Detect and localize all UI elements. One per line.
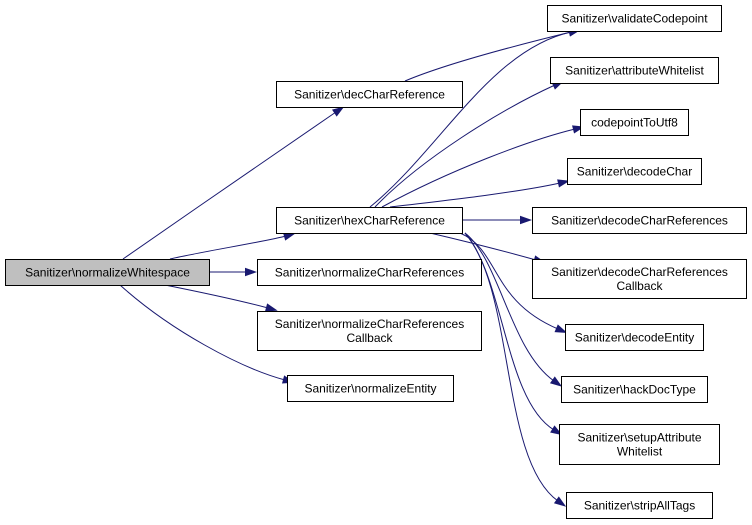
edge-normalizeWhitespace-to-normalizeEntity-line <box>119 284 286 381</box>
node-normalizeEntity[interactable]: Sanitizer\normalizeEntity <box>287 375 454 402</box>
node-codepointToUtf8[interactable]: codepointToUtf8 <box>580 109 689 136</box>
edge-normalizeWhitespace-to-hexCharReference-arrowhead <box>282 232 296 241</box>
node-label: Callback <box>346 331 393 345</box>
node-box <box>257 259 482 286</box>
edge-hexCharReference-to-decodeCharReferences <box>462 215 533 225</box>
edge-normalizeWhitespace-to-decCharReference-arrowhead <box>332 106 345 117</box>
edge-normalizeWhitespace-to-normalizeCharReferencesCallback-arrowhead <box>264 303 278 312</box>
node-box <box>276 81 463 108</box>
node-box <box>5 259 210 286</box>
node-attributeWhitelist[interactable]: Sanitizer\attributeWhitelist <box>550 57 719 84</box>
node-box <box>532 207 747 234</box>
node-label: Callback <box>616 279 663 293</box>
edge-normalizeWhitespace-to-normalizeCharReferencesCallback <box>164 284 278 312</box>
node-label: Sanitizer\decodeCharReferences <box>551 214 728 228</box>
node-label: Sanitizer\normalizeCharReferences <box>275 266 464 280</box>
node-normalizeCharReferencesCallback[interactable]: Sanitizer\normalizeCharReferencesCallbac… <box>257 311 482 351</box>
node-decCharReference[interactable]: Sanitizer\decCharReference <box>276 81 463 108</box>
node-box <box>287 375 454 402</box>
edge-normalizeWhitespace-to-decCharReference-line <box>122 111 337 260</box>
edge-hexCharReference-to-hackDocType-arrowhead <box>549 376 563 387</box>
node-normalizeCharReferences[interactable]: Sanitizer\normalizeCharReferences <box>257 259 482 286</box>
edge-hexCharReference-to-decodeEntity-arrowhead <box>554 324 568 333</box>
edge-hexCharReference-to-validateCodepoint <box>369 28 581 208</box>
edge-hexCharReference-to-attributeWhitelist-line <box>374 84 556 208</box>
node-label: Sanitizer\normalizeEntity <box>304 382 436 396</box>
node-box <box>547 5 722 32</box>
edge-normalizeWhitespace-to-normalizeCharReferences <box>209 267 258 277</box>
node-box <box>276 207 463 234</box>
edge-normalizeWhitespace-to-hexCharReference <box>169 232 296 260</box>
node-box <box>566 492 713 519</box>
node-label: Sanitizer\decodeCharReferences <box>551 265 728 279</box>
edge-decCharReference-to-validateCodepoint-line <box>404 31 572 82</box>
edge-hexCharReference-to-decodeCharReferences-arrowhead <box>520 215 533 225</box>
edge-hexCharReference-to-decodeChar-arrowhead <box>557 179 570 188</box>
node-validateCodepoint[interactable]: Sanitizer\validateCodepoint <box>547 5 722 32</box>
node-box <box>550 57 719 84</box>
node-hexCharReference[interactable]: Sanitizer\hexCharReference <box>276 207 463 234</box>
edge-hexCharReference-to-stripAllTags-arrowhead <box>553 496 567 507</box>
edge-hexCharReference-to-decodeChar <box>389 179 570 208</box>
edge-hexCharReference-to-validateCodepoint-line <box>369 31 572 208</box>
node-box <box>532 259 747 299</box>
edge-normalizeWhitespace-to-normalizeCharReferencesCallback-line <box>164 284 269 309</box>
node-label: Sanitizer\attributeWhitelist <box>565 64 704 78</box>
edge-hexCharReference-to-codepointToUtf8-line <box>381 128 576 208</box>
edge-hexCharReference-to-decodeChar-line <box>389 182 561 208</box>
node-box <box>257 311 482 351</box>
node-label: Sanitizer\hackDocType <box>573 383 696 397</box>
edge-normalizeWhitespace-to-normalizeCharReferences-arrowhead <box>245 267 258 277</box>
node-decodeCharReferences[interactable]: Sanitizer\decodeCharReferences <box>532 207 747 234</box>
node-label: Sanitizer\decodeEntity <box>575 331 694 345</box>
edge-hexCharReference-to-decodeEntity-line <box>459 232 559 330</box>
edge-normalizeWhitespace-to-decCharReference <box>122 106 345 260</box>
node-label: Sanitizer\decCharReference <box>294 88 445 102</box>
node-label: Sanitizer\normalizeWhitespace <box>25 266 190 280</box>
node-label: Whitelist <box>617 445 663 459</box>
node-decodeChar[interactable]: Sanitizer\decodeChar <box>567 158 702 185</box>
node-box <box>561 376 708 403</box>
node-label: Sanitizer\stripAllTags <box>584 499 695 513</box>
edge-hexCharReference-to-decodeCharReferencesCallback-line <box>429 232 537 261</box>
node-stripAllTags[interactable]: Sanitizer\stripAllTags <box>566 492 713 519</box>
node-normalizeWhitespace[interactable]: Sanitizer\normalizeWhitespace <box>5 259 210 286</box>
node-decodeEntity[interactable]: Sanitizer\decodeEntity <box>565 324 704 351</box>
edge-hexCharReference-to-setupAttributeWhitelist-arrowhead <box>550 425 563 436</box>
node-label: Sanitizer\setupAttribute <box>577 431 701 445</box>
node-box <box>580 109 689 136</box>
edge-hexCharReference-to-decodeEntity <box>459 232 568 333</box>
node-label: codepointToUtf8 <box>591 116 678 130</box>
node-hackDocType[interactable]: Sanitizer\hackDocType <box>561 376 708 403</box>
node-label: Sanitizer\hexCharReference <box>294 214 445 228</box>
edge-hexCharReference-to-hackDocType-line <box>464 232 555 382</box>
nodes-layer: Sanitizer\normalizeWhitespaceSanitizer\d… <box>5 5 747 519</box>
node-box <box>567 158 702 185</box>
edge-normalizeWhitespace-to-hexCharReference-line <box>169 235 287 260</box>
node-label: Sanitizer\normalizeCharReferences <box>275 317 464 331</box>
node-box <box>559 424 720 465</box>
node-label: Sanitizer\decodeChar <box>577 165 692 179</box>
node-label: Sanitizer\validateCodepoint <box>561 12 708 26</box>
node-box <box>565 324 704 351</box>
edge-hexCharReference-to-hackDocType <box>464 232 563 387</box>
